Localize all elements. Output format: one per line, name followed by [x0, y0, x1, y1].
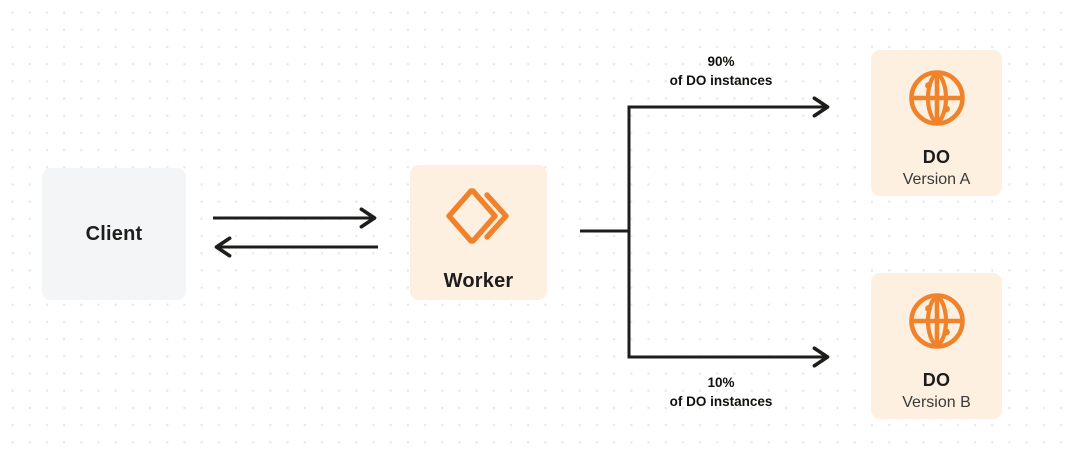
branch-connector	[580, 108, 631, 356]
do-b-title: DO	[922, 370, 951, 390]
node-worker[interactable]: Worker	[410, 165, 547, 300]
edge-label-do-a-percent: 90%	[707, 54, 735, 69]
node-do-version-b[interactable]: DO Version B	[871, 273, 1002, 419]
node-do-version-a[interactable]: DO Version A	[871, 50, 1002, 196]
cloudflare-workers-logo-icon	[445, 187, 512, 250]
edge-label-do-a-description: of DO instances	[669, 73, 773, 88]
edge-label-do-b-percent: 10%	[707, 375, 735, 390]
edge-label-do-b-description: of DO instances	[669, 394, 773, 409]
do-b-subtitle: Version B	[902, 394, 971, 411]
edge-label-do-a: 90% of DO instances	[601, 52, 841, 90]
edge-label-do-b: 10% of DO instances	[601, 373, 841, 411]
do-a-title: DO	[922, 147, 951, 167]
do-a-subtitle: Version A	[902, 171, 971, 188]
client-label: Client	[85, 222, 143, 245]
node-client[interactable]: Client	[42, 168, 186, 300]
globe-icon	[906, 67, 968, 134]
globe-icon	[906, 290, 968, 357]
worker-label: Worker	[443, 270, 514, 292]
